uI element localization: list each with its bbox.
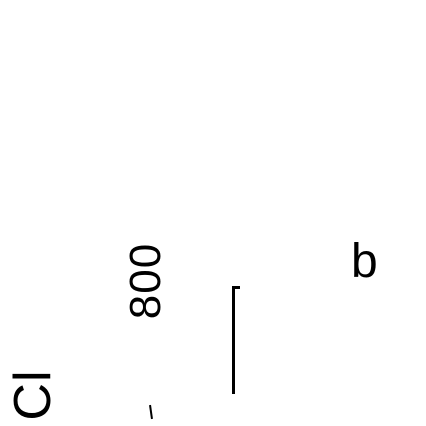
eight-hundred-label: 800 [121,242,170,320]
divider-top-hook [232,286,240,289]
vertical-divider [232,286,235,394]
tick-mark [149,404,153,420]
cl-label: Cl [4,369,62,421]
b-label: b [351,235,378,288]
